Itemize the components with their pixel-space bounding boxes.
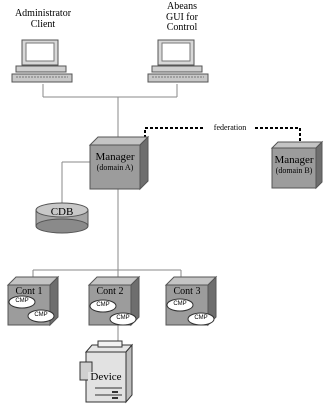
component-oval xyxy=(89,299,117,313)
admin-client-line2: Client xyxy=(30,18,56,30)
abeans-line2: GUI for xyxy=(166,11,198,23)
manager-b-domain: (domain B) xyxy=(275,165,313,175)
component-oval xyxy=(27,309,55,323)
component-oval xyxy=(109,312,137,326)
database-icon xyxy=(35,202,89,234)
cmp-label: CMP xyxy=(34,312,48,318)
container-2-label: Cont 2 xyxy=(96,286,124,297)
cmp-label: CMP xyxy=(173,301,187,307)
component-ovals xyxy=(8,295,215,326)
manager-a-box xyxy=(88,135,150,191)
admin-client-line1: Administrator xyxy=(14,8,72,19)
container-3-label: Cont 3 xyxy=(173,286,201,297)
federation-label: federation xyxy=(205,123,255,133)
manager-b-title: Manager xyxy=(274,154,314,166)
cmp-label: CMP xyxy=(15,298,29,304)
container-1-label: Cont 1 xyxy=(15,286,43,297)
manager-a-title: Manager xyxy=(95,151,135,163)
component-oval xyxy=(187,312,215,326)
cdb-label: CDB xyxy=(50,206,74,218)
manager-b-box xyxy=(270,140,324,190)
component-oval xyxy=(8,295,36,309)
abeans-line3: Control xyxy=(166,22,198,33)
manager-a-label: Manager (domain A) xyxy=(90,151,140,172)
cmp-label: CMP xyxy=(194,315,208,321)
abeans-gui-label: Abeans GUI for Control xyxy=(158,1,206,34)
abeans-line1: Abeans xyxy=(167,1,197,12)
manager-a-domain: (domain A) xyxy=(96,162,134,172)
cmp-label: CMP xyxy=(116,315,130,321)
manager-b-label: Manager (domain B) xyxy=(270,154,318,175)
computer-icon xyxy=(147,39,209,83)
cmp-label: CMP xyxy=(96,302,110,308)
component-oval xyxy=(166,298,194,312)
computer-icon xyxy=(11,39,73,83)
device-label: Device xyxy=(88,371,124,384)
admin-client-label: Administrator Client xyxy=(8,8,78,30)
connector-lines xyxy=(32,84,182,345)
